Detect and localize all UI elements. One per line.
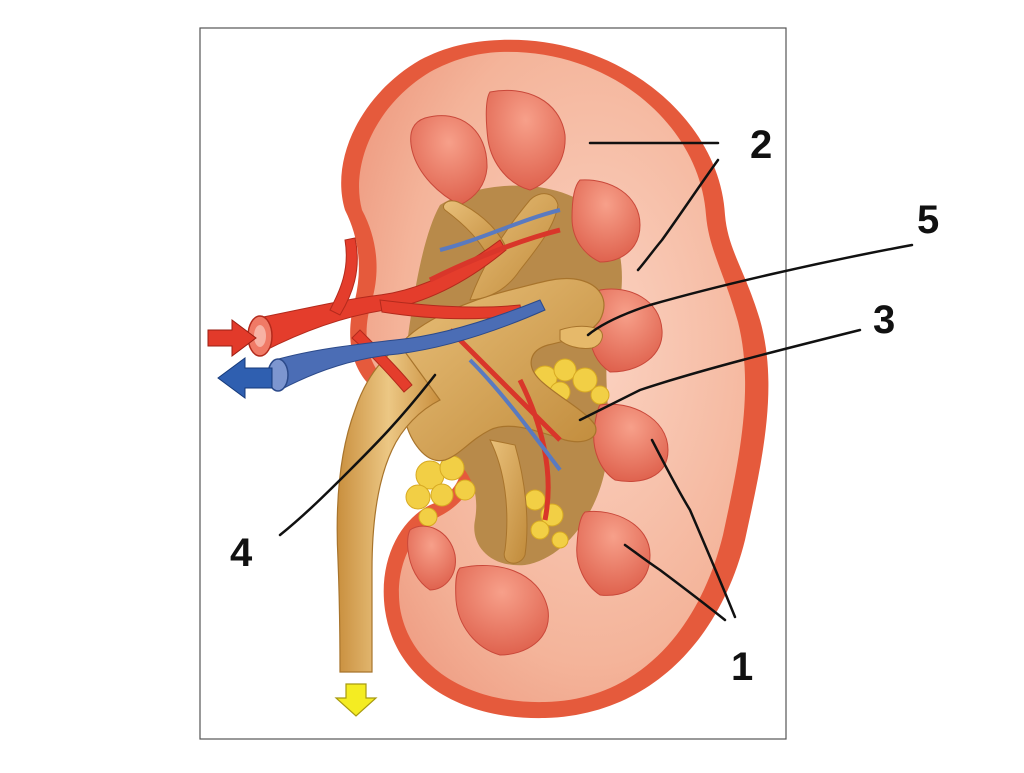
leader-line-4 [278, 373, 437, 537]
renal-vein [267, 208, 562, 472]
venous-outflow-arrow [217, 357, 273, 399]
minor-calyx-lower [489, 439, 528, 564]
urine-outflow-arrow [334, 683, 378, 717]
arterial-inflow-arrow [207, 319, 257, 357]
label-4: 4 [230, 531, 253, 575]
leader-line-1b [623, 543, 727, 622]
label-2: 2 [750, 123, 773, 167]
leader-line-3 [578, 328, 862, 422]
sinus-fat [405, 358, 610, 549]
leader-line-1a [650, 438, 737, 619]
leader-lines [278, 141, 914, 622]
renal-pelvis [395, 277, 605, 462]
leader-line-5 [586, 243, 914, 337]
ureter [336, 344, 441, 673]
minor-calyx-upper-left [443, 200, 506, 261]
renal-pyramids [407, 89, 669, 656]
label-3: 3 [873, 298, 896, 342]
label-5: 5 [917, 198, 940, 242]
label-1: 1 [731, 645, 754, 689]
image-frame [199, 27, 787, 740]
leader-line-2b [636, 158, 720, 272]
